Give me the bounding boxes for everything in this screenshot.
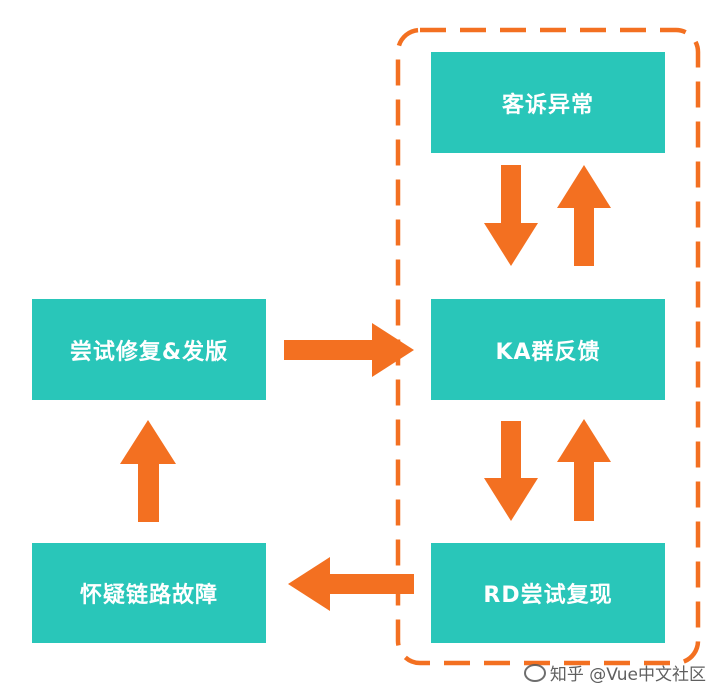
arrow-right-fix-to-ka xyxy=(284,323,414,377)
node-suspect-link-label: 怀疑链路故障 xyxy=(79,583,218,608)
node-complaint: 客诉异常 xyxy=(431,52,665,153)
watermark: 知乎 @Vue中文社区 xyxy=(523,660,706,685)
node-complaint-label: 客诉异常 xyxy=(501,92,594,118)
arrow-down-ka-to-rd xyxy=(484,421,538,521)
node-rd-reproduce: RD尝试复现 xyxy=(431,543,665,643)
arrow-up-suspect-to-fix xyxy=(120,420,176,522)
arrow-down-complaint-to-ka xyxy=(484,165,538,266)
node-ka-feedback-label: KA群反馈 xyxy=(495,339,601,365)
node-suspect-link: 怀疑链路故障 xyxy=(32,543,266,643)
node-fix-release-label: 尝试修复&发版 xyxy=(69,339,229,365)
node-ka-feedback: KA群反馈 xyxy=(431,299,665,400)
arrow-up-rd-to-ka xyxy=(557,419,611,521)
node-fix-release: 尝试修复&发版 xyxy=(32,299,266,400)
arrow-up-ka-to-complaint xyxy=(557,165,611,266)
node-rd-reproduce-label: RD尝试复现 xyxy=(483,583,613,608)
watermark-text: 知乎 @Vue中文社区 xyxy=(549,665,706,685)
arrow-left-rd-to-suspect xyxy=(288,557,414,611)
wechat-icon xyxy=(523,663,546,682)
